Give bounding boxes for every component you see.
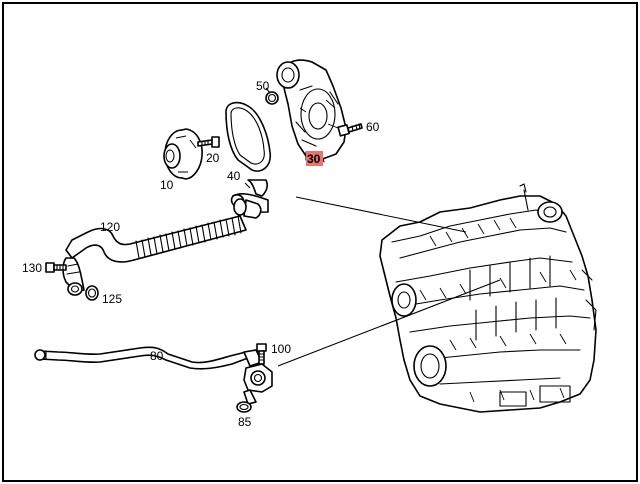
- leader-40: [244, 182, 251, 189]
- bolt-60-part[interactable]: [337, 123, 363, 137]
- label-125: 125: [102, 292, 122, 306]
- label-60: 60: [366, 120, 380, 134]
- o-ring-125-part[interactable]: [85, 285, 99, 301]
- label-10: 10: [160, 178, 174, 192]
- pipe-fitting-part[interactable]: [243, 363, 273, 405]
- pipe-80-part[interactable]: [34, 346, 263, 370]
- o-ring-85-part[interactable]: [236, 401, 252, 413]
- breather-hose-120-part[interactable]: [62, 179, 269, 296]
- o-ring-50-part[interactable]: [265, 91, 279, 105]
- engine-assembly-illustration: [379, 183, 597, 413]
- label-130: 130: [22, 261, 42, 275]
- label-40: 40: [227, 169, 241, 183]
- label-30: 30: [307, 152, 321, 166]
- label-100: 100: [271, 342, 291, 356]
- bolt-100-part[interactable]: [256, 343, 267, 365]
- gasket-40-part[interactable]: [225, 101, 272, 172]
- label-20: 20: [206, 151, 220, 165]
- leader-50: [265, 87, 271, 94]
- label-120: 120: [100, 220, 120, 234]
- label-85: 85: [238, 415, 252, 429]
- label-80: 80: [150, 349, 164, 363]
- bolt-20-part[interactable]: [197, 136, 220, 148]
- leader-pipe-to-engine: [277, 279, 501, 367]
- highlight-box-30: [306, 151, 323, 166]
- label-50: 50: [256, 79, 270, 93]
- pulley-10-part[interactable]: [163, 128, 203, 180]
- leader-hose-to-engine: [295, 196, 467, 233]
- oil-separator-housing-part[interactable]: [276, 59, 347, 163]
- bolt-130-part[interactable]: [45, 262, 67, 273]
